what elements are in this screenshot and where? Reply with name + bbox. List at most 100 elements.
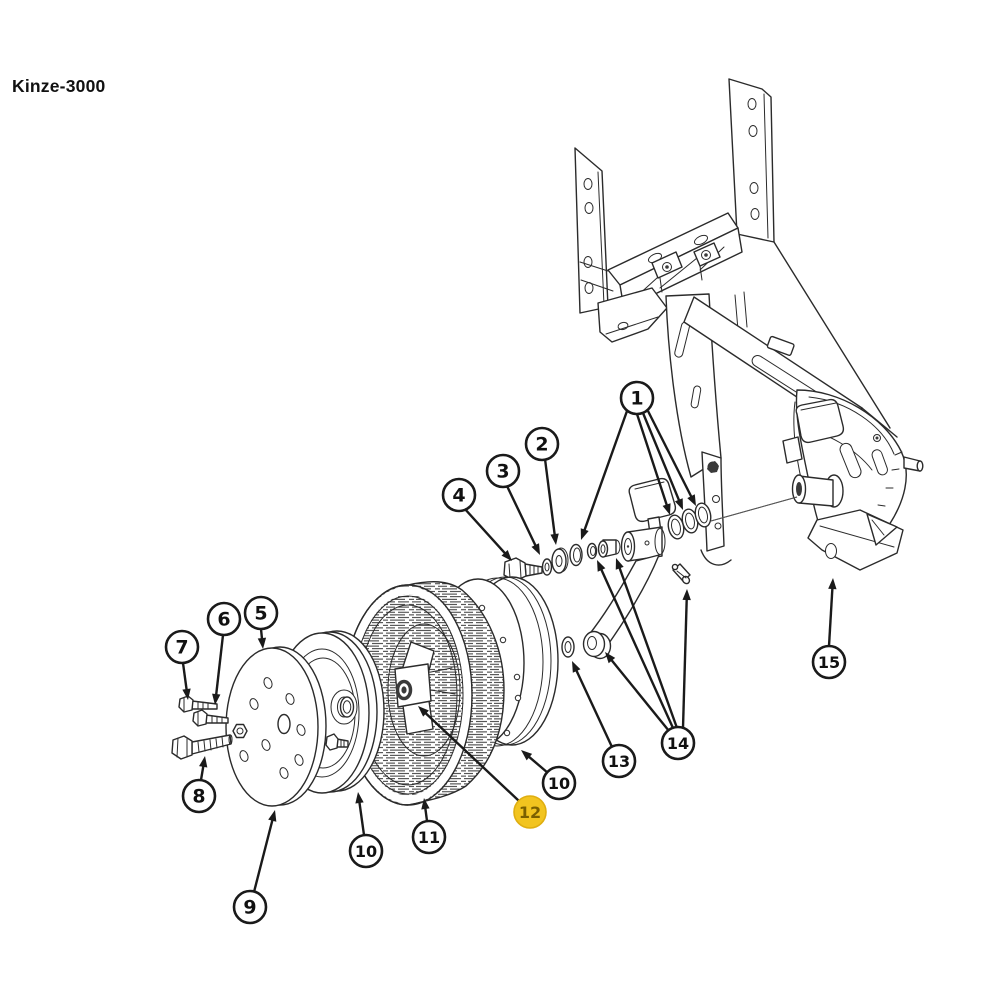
balloon-circle[interactable] [411,819,447,855]
balloon-number: 9 [243,897,256,919]
balloon-number: 10 [355,842,377,861]
callout-arrow [463,507,508,556]
callout-arrowhead [572,661,581,673]
balloon-number: 10 [548,774,570,793]
callout-arrowhead [531,543,540,555]
callout-arrowhead [257,637,267,649]
balloon-number: 6 [217,609,230,631]
callout-arrowhead [605,652,616,664]
callout-balloon-15[interactable]: 15 [811,644,847,680]
callout-arrowhead [828,578,837,590]
balloon-circle[interactable] [348,833,384,869]
balloon-number: 13 [608,752,630,771]
o-ring-seals [667,502,712,540]
mounting-bolts [171,695,233,760]
lower-mounting-plate [807,509,904,571]
callout-arrowhead [682,589,691,601]
callout-arrow [214,634,225,698]
callout-arrow [641,412,682,504]
balloon-circle[interactable] [441,477,477,513]
grease-fitting [671,563,691,585]
leader-line [710,496,798,522]
callout-arrowhead [268,810,277,822]
callout-arrow [543,458,557,538]
callout-arrowhead [615,558,624,570]
balloon-circle[interactable] [619,380,655,416]
callout-arrow [609,657,670,732]
callout-arrow [827,585,834,647]
callout-arrowhead [501,550,512,561]
callout-balloon-7[interactable]: 7 [164,629,200,665]
balloon-number: 7 [175,637,188,659]
balloon-number: 2 [535,434,548,456]
callout-balloon-8[interactable]: 8 [181,778,217,814]
mounting-bracket [574,78,775,343]
balloon-number: 8 [192,786,205,808]
balloon-circle[interactable] [660,725,696,761]
callout-arrow [599,566,675,729]
callout-balloon-3[interactable]: 3 [485,453,521,489]
callout-arrow [574,667,614,748]
bolt-6 [192,709,229,727]
callout-balloon-1[interactable]: 1 [619,380,655,416]
balloon-circle[interactable] [206,601,242,637]
callout-balloon-9[interactable]: 9 [232,889,268,925]
callout-arrow [252,817,275,893]
balloon-number: 12 [519,803,541,822]
balloon-number: 4 [452,485,465,507]
callout-arrowhead [212,693,221,705]
callout-arrow [423,710,520,802]
callout-arrowhead [580,528,589,540]
callout-arrow [582,410,629,533]
balloon-circle[interactable] [601,743,637,779]
callout-arrowhead [662,503,671,515]
callout-arrowhead [597,560,606,572]
callout-balloon-2[interactable]: 2 [524,426,560,462]
bumper-block [795,398,845,444]
balloon-circle[interactable] [541,765,577,801]
callout-arrow [646,410,694,500]
balloon-number: 1 [630,388,643,410]
callout-arrowhead [355,792,364,804]
balloon-circle[interactable] [164,629,200,665]
callout-arrowhead [521,750,533,761]
balloon-circle[interactable] [524,426,560,462]
callout-arrow [526,754,549,774]
rim-bolt [325,733,349,751]
callout-arrowhead [550,533,559,545]
callout-balloon-12[interactable]: 12 [513,795,547,829]
wheel-spindle [791,474,844,508]
callout-arrowhead [182,688,191,700]
callout-arrowhead [199,756,208,768]
callout-arrow [681,596,688,729]
mounting-stud [903,456,924,472]
balloon-number: 5 [254,603,267,625]
balloon-circle[interactable] [181,778,217,814]
callout-arrowhead [687,494,696,506]
callout-balloon-14[interactable]: 14 [660,725,696,761]
balloon-circle[interactable] [232,889,268,925]
callout-balloon-6[interactable]: 6 [206,601,242,637]
callout-arrow [635,413,669,508]
balloon-circle-highlighted[interactable] [513,795,547,829]
callout-balloon-10-9[interactable]: 10 [348,833,384,869]
balloon-circle[interactable] [485,453,521,489]
callout-balloon-10-12[interactable]: 10 [541,765,577,801]
callout-balloon-4[interactable]: 4 [441,477,477,513]
callout-arrowhead [674,498,683,510]
balloon-circle[interactable] [811,644,847,680]
balloon-number: 14 [667,734,689,753]
callout-balloon-5[interactable]: 5 [243,595,279,631]
callout-balloon-11[interactable]: 11 [411,819,447,855]
gauge-wheel-arm [782,389,924,571]
bolt-8 [171,734,233,760]
balloon-number: 3 [496,461,509,483]
callout-arrow [181,662,189,693]
callout-balloon-13[interactable]: 13 [601,743,637,779]
balloon-circle[interactable] [243,595,279,631]
diagram-title: Kinze-3000 [12,76,106,96]
callout-arrow [505,485,538,549]
